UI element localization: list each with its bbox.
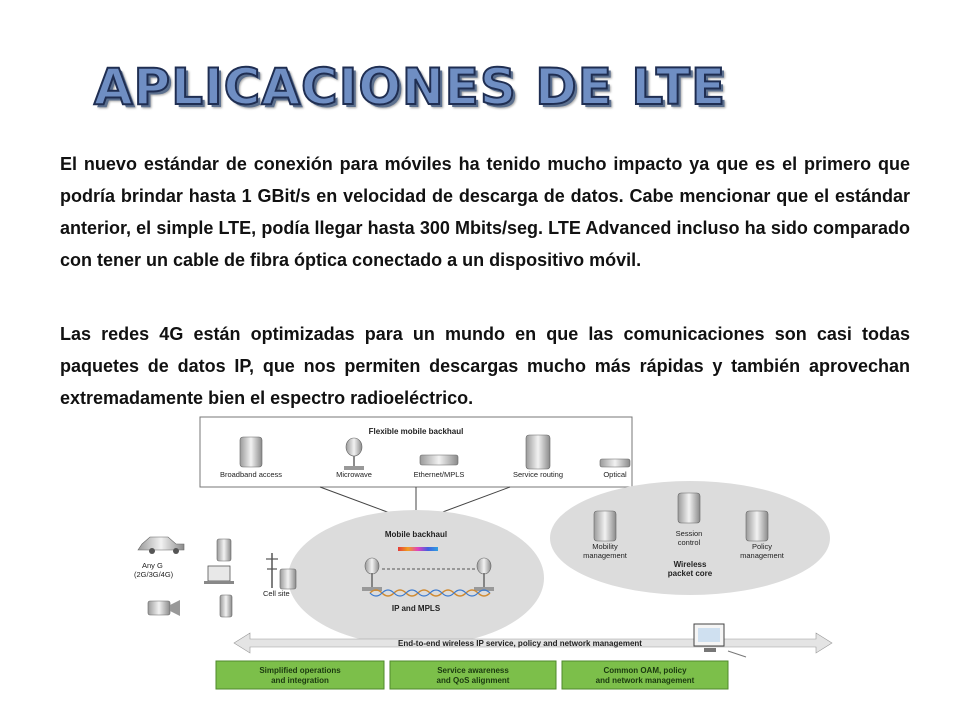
- backhaul-item-ethernet: Ethernet/MPLS: [414, 470, 465, 479]
- flexible-backhaul-box: Flexible mobile backhaul Broadband acces…: [199, 416, 633, 488]
- smartphone-icon: [219, 594, 233, 618]
- microwave-antenna-icon: [344, 437, 364, 470]
- packet-core-label-line1: Wireless: [674, 560, 707, 569]
- backhaul-item-service-routing: Service routing: [513, 470, 563, 479]
- session-server-icon: [677, 492, 701, 524]
- car-icon: [137, 536, 185, 554]
- core-item-session-line1: Session: [676, 529, 703, 538]
- cell-tower-icon: [266, 553, 297, 590]
- core-item-mobility-line2: management: [583, 551, 628, 560]
- bottom-box-oam: Common OAM, policy and network managemen…: [561, 660, 729, 690]
- end-to-end-arrow: End-to-end wireless IP service, policy a…: [233, 632, 833, 654]
- backhaul-connectors: [319, 486, 511, 514]
- backhaul-item-microwave: Microwave: [336, 470, 372, 479]
- ethernet-switch-icon: [419, 454, 459, 466]
- bottom-box-oam-line1: Common OAM, policy: [603, 666, 687, 675]
- mobile-phone-icon: [216, 538, 232, 562]
- policy-server-icon: [745, 510, 769, 542]
- any-g-detail-label: (2G/3G/4G): [134, 570, 174, 579]
- spectrum-bar: [398, 547, 438, 551]
- bottom-box-operations-line1: Simplified operations: [259, 666, 341, 675]
- backhaul-item-broadband: Broadband access: [220, 470, 282, 479]
- core-item-mobility-line1: Mobility: [592, 542, 618, 551]
- bottom-box-service-line1: Service awareness: [437, 666, 509, 675]
- bottom-box-service: Service awareness and QoS alignment: [389, 660, 557, 690]
- mobility-server-icon: [593, 510, 617, 542]
- lte-network-diagram: Flexible mobile backhaul Broadband acces…: [134, 416, 833, 690]
- laptop-icon: [204, 565, 234, 584]
- right-antenna-icon: [474, 557, 494, 591]
- camcorder-icon: [147, 600, 180, 616]
- core-item-policy-line1: Policy: [752, 542, 772, 551]
- bottom-box-oam-line2: and network management: [596, 676, 695, 685]
- left-antenna-icon: [362, 557, 382, 591]
- broadband-access-icon: [239, 436, 263, 468]
- bottom-box-service-line2: and QoS alignment: [437, 676, 510, 685]
- monitor-icon: [693, 623, 747, 658]
- optical-device-icon: [599, 458, 631, 468]
- paragraph-lte-advanced: El nuevo estándar de conexión para móvil…: [60, 154, 910, 270]
- backhaul-item-optical: Optical: [603, 470, 627, 479]
- core-item-policy-line2: management: [740, 551, 785, 560]
- end-to-end-label: End-to-end wireless IP service, policy a…: [398, 639, 642, 648]
- bottom-box-operations: Simplified operations and integration: [215, 660, 385, 690]
- mobile-backhaul-cloud: Mobile backhaul IP and MPLS: [288, 510, 544, 646]
- backhaul-title: Flexible mobile backhaul: [369, 427, 464, 436]
- paragraph-4g-networks: Las redes 4G están optimizadas para un m…: [60, 324, 910, 408]
- wireless-packet-core-cloud: Mobility management Session control Poli…: [550, 481, 830, 595]
- core-item-session-line2: control: [678, 538, 701, 547]
- cell-site-label: Cell site: [263, 589, 290, 598]
- bottom-box-operations-line2: and integration: [271, 676, 329, 685]
- packet-core-label-line2: packet core: [668, 569, 713, 578]
- mobile-backhaul-label: Mobile backhaul: [385, 530, 447, 539]
- page-title: APLICACIONES DE LTE: [93, 57, 727, 117]
- ip-mpls-label: IP and MPLS: [392, 604, 441, 613]
- any-g-label: Any G: [142, 561, 163, 570]
- service-router-icon: [525, 434, 551, 470]
